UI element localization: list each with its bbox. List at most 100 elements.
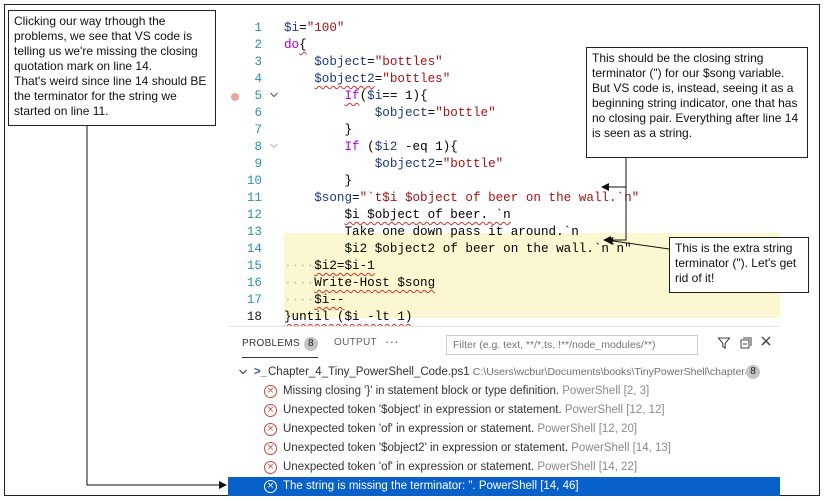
problem-message: Unexpected token 'of' in expression or s…	[283, 420, 637, 439]
code-text: }	[284, 173, 352, 190]
problem-text: Unexpected token '$object' in expression…	[283, 404, 565, 416]
code-token: "100"	[306, 21, 345, 35]
code-line[interactable]: 3$object="bottles"	[228, 54, 780, 71]
code-token: ····	[284, 259, 315, 273]
code-line[interactable]: 11$song="`t$i $object of beer on the wal…	[228, 190, 780, 207]
problem-source: PowerShell [14, 22]	[537, 461, 638, 473]
code-text: ····$i--	[284, 292, 344, 309]
code-token: =	[367, 55, 375, 69]
filter-input[interactable]	[446, 335, 698, 355]
file-name: Chapter_4_Tiny_PowerShell_Code.ps1	[268, 366, 470, 378]
code-token: }	[344, 174, 353, 188]
code-token: }until ($i -lt 1)	[284, 310, 413, 324]
line-number: 11	[246, 191, 262, 205]
chevron-down-icon[interactable]	[238, 363, 248, 382]
line-number: 17	[246, 293, 262, 307]
line-number: 18	[246, 310, 262, 324]
code-text: Take one down pass it around.`n	[284, 224, 579, 241]
code-token: $object	[314, 55, 368, 69]
code-token: $i	[367, 89, 383, 103]
code-token: "bottles"	[374, 55, 443, 69]
code-token: =	[435, 157, 443, 171]
collapse-all-icon[interactable]	[738, 336, 754, 353]
code-token: $i2 $object2 of beer on the wall.`n`n"	[344, 242, 632, 256]
problems-count-badge: 8	[303, 337, 318, 351]
error-icon: ×	[264, 480, 277, 493]
code-token: =	[427, 106, 436, 120]
tab-output[interactable]: OUTPUT	[334, 337, 377, 348]
code-token: $i	[284, 21, 300, 35]
code-line[interactable]: 15····$i2=$i-1	[228, 258, 780, 275]
code-line[interactable]: 1$i="100"	[228, 20, 780, 37]
code-text: $i $object of beer. `n	[284, 207, 510, 224]
code-text: }until ($i -lt 1)	[284, 309, 412, 326]
code-token: $i--	[314, 293, 345, 307]
code-line[interactable]: 14 $i2 $object2 of beer on the wall.`n`n"	[228, 241, 780, 258]
code-line[interactable]: 7}	[228, 122, 780, 139]
line-number: 8	[254, 140, 262, 154]
code-line[interactable]: 6$object="bottle"	[228, 105, 780, 122]
code-line[interactable]: 17 ····$i--	[228, 292, 780, 309]
problem-message: The string is missing the terminator: ".…	[283, 477, 579, 496]
line-number: 7	[254, 123, 262, 137]
line-number: 10	[246, 174, 262, 188]
code-token: $i2=$i-1	[314, 259, 375, 273]
problem-item[interactable]: × Unexpected token '$object' in expressio…	[228, 401, 780, 420]
code-token: If	[344, 89, 360, 103]
line-number: 14	[246, 242, 262, 256]
callout-top-right: This should be the closing string termin…	[586, 47, 808, 158]
error-icon: ×	[264, 385, 277, 398]
filter-icon[interactable]	[716, 336, 732, 353]
powershell-file-icon: >_	[254, 366, 268, 378]
code-token: "`t$i $object of beer on the wall.`n"	[359, 191, 640, 205]
problem-source: PowerShell [14, 46]	[478, 480, 579, 492]
code-text: $object="bottle"	[284, 105, 496, 122]
breakpoint-icon[interactable]	[231, 93, 239, 101]
problem-item[interactable]: × Missing closing '}' in statement block …	[228, 382, 780, 401]
code-text: ····$i2=$i-1	[284, 258, 375, 275]
problem-item[interactable]: ×Unexpected token '$object2' in expressi…	[228, 439, 780, 458]
code-token: =	[299, 21, 307, 35]
line-number: 9	[254, 157, 262, 171]
code-token: $object	[374, 106, 428, 120]
callout-bottom-right: This is the extra string terminator (").…	[669, 237, 809, 293]
code-line[interactable]: 12 $i $object of beer. `n	[228, 207, 780, 224]
code-line[interactable]: 10}	[228, 173, 780, 190]
problem-source: PowerShell [14, 13]	[571, 442, 671, 454]
close-panel-icon[interactable]	[758, 335, 774, 350]
fold-chevron-icon[interactable]	[268, 139, 280, 156]
code-line[interactable]: 4$object2="bottles"	[228, 71, 780, 88]
code-token: "bottle"	[442, 157, 504, 171]
problem-item[interactable]: × The string is missing the terminator: "…	[228, 477, 780, 496]
code-token: "bottle"	[435, 106, 496, 120]
code-token: Take one down pass it around.`n	[344, 225, 579, 239]
code-line[interactable]: 9$object2="bottle"	[228, 156, 780, 173]
code-line[interactable]: 18 }until ($i -lt 1)	[228, 309, 780, 326]
problem-item[interactable]: ×Unexpected token 'of' in expression or …	[228, 458, 780, 477]
line-number: 4	[254, 72, 262, 86]
problem-source: PowerShell [12, 20]	[537, 423, 638, 435]
code-token: (	[359, 140, 375, 154]
error-icon: ×	[264, 442, 277, 455]
line-number: 12	[246, 208, 262, 222]
code-token: == 1){	[382, 89, 428, 103]
error-icon: ×	[264, 404, 277, 417]
more-actions-icon[interactable]: ···	[385, 334, 399, 349]
problem-source: PowerShell [12, 12]	[564, 404, 665, 416]
problem-source: PowerShell [2, 3]	[562, 385, 650, 397]
problem-text: Unexpected token 'of' in expression or s…	[283, 461, 538, 473]
problem-text: Missing closing '}' in statement block o…	[283, 385, 563, 397]
file-group-row[interactable]: >_ Chapter_4_Tiny_PowerShell_Code.ps1 C:…	[228, 363, 780, 382]
code-token: -eq 1){	[397, 140, 458, 154]
fold-chevron-icon[interactable]	[268, 88, 280, 105]
code-token: do	[284, 38, 300, 52]
code-token: $object2	[314, 72, 375, 86]
problem-item[interactable]: ×Unexpected token 'of' in expression or …	[228, 420, 780, 439]
code-line[interactable]: 16····Write-Host $song	[228, 275, 780, 292]
